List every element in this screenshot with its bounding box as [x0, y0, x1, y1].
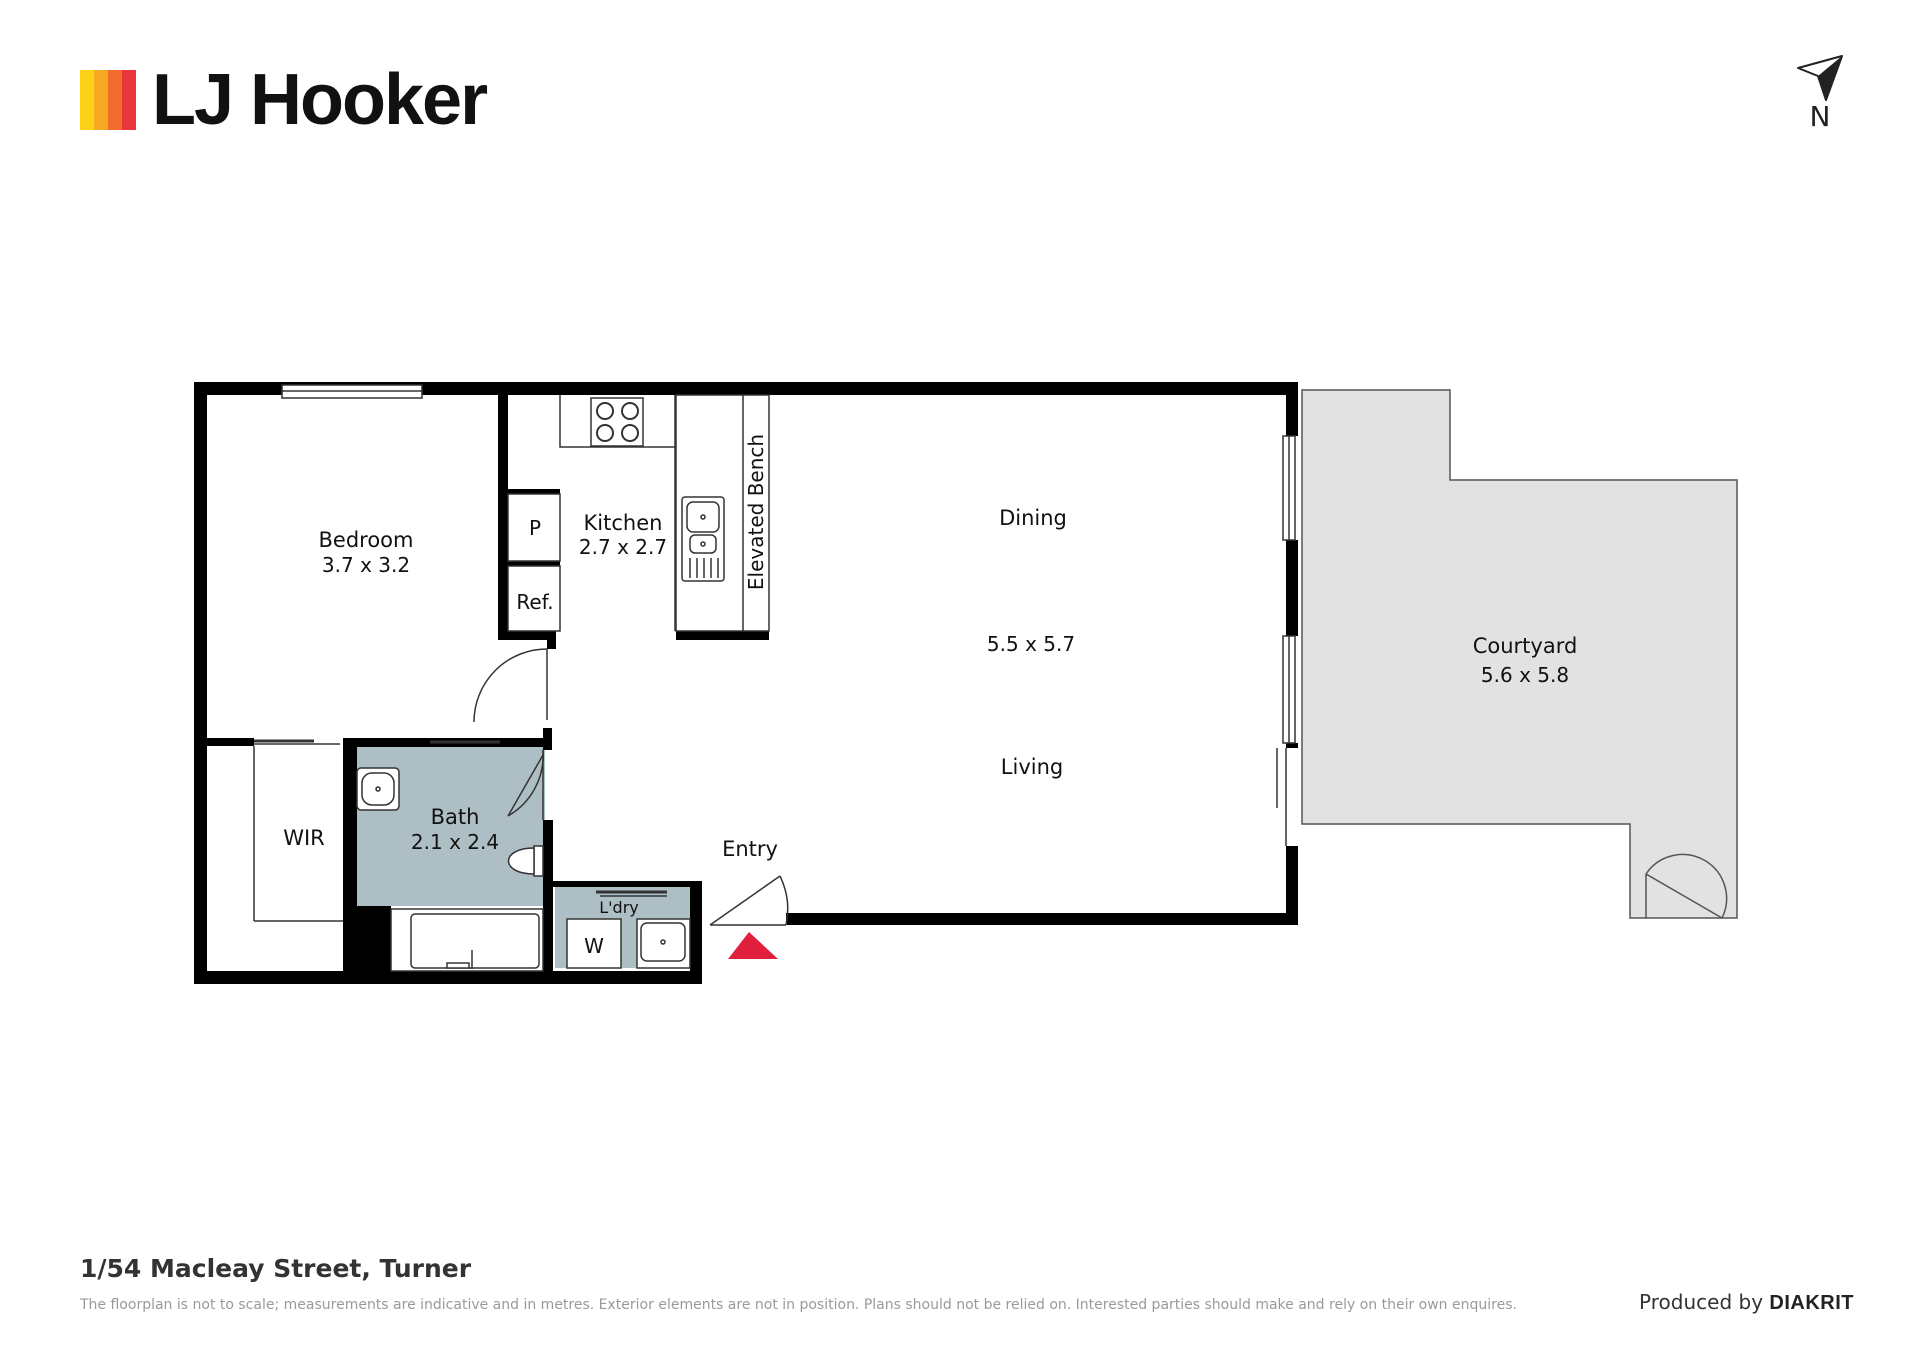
floorplan-disclaimer: The floorplan is not to scale; measureme… — [80, 1297, 1517, 1313]
room-size-living-dining: 5.5 x 5.7 — [987, 632, 1075, 656]
wir-rail — [253, 746, 343, 922]
entry-marker-icon — [728, 932, 778, 959]
compass-north-label: N — [1809, 100, 1831, 133]
room-label-washer: W — [584, 934, 604, 958]
room-label-living: Living — [1001, 755, 1063, 779]
room-label-entry: Entry — [722, 837, 778, 861]
room-size-kitchen: 2.7 x 2.7 — [579, 535, 667, 559]
compass-arrow-icon — [1797, 55, 1843, 101]
room-size-courtyard: 5.6 x 5.8 — [1481, 663, 1569, 687]
produced-by-label: Produced by — [1639, 1290, 1764, 1314]
kitchen-sink-icon — [681, 496, 725, 582]
logo-wordmark: LJ Hooker — [152, 60, 488, 140]
logo-color-bars — [80, 70, 136, 130]
room-label-kitchen: Kitchen — [584, 511, 663, 535]
room-label-laundry: L'dry — [599, 898, 639, 917]
room-size-bedroom: 3.7 x 3.2 — [322, 553, 410, 577]
laundry-fixtures — [566, 890, 691, 969]
room-label-elevated-bench: Elevated Bench — [744, 434, 768, 590]
toilet-icon — [507, 845, 544, 877]
room-label-courtyard: Courtyard — [1473, 634, 1578, 658]
room-label-bedroom: Bedroom — [319, 528, 414, 552]
windows — [281, 384, 1296, 744]
courtyard-area — [1301, 389, 1738, 919]
courtyard-gate — [1645, 853, 1728, 919]
room-label-wir: WIR — [283, 826, 325, 850]
bathtub-icon — [390, 908, 544, 972]
producer-name: DIAKRIT — [1769, 1292, 1854, 1314]
room-label-fridge: Ref. — [516, 590, 553, 614]
logo-bar-amber — [94, 70, 108, 130]
room-label-dining: Dining — [999, 506, 1067, 530]
room-label-pantry: P — [529, 516, 541, 540]
property-address: 1/54 Macleay Street, Turner — [80, 1254, 472, 1283]
room-size-bath: 2.1 x 2.4 — [411, 830, 499, 854]
vanity-basin-icon — [356, 767, 400, 811]
logo-bar-orange — [108, 70, 122, 130]
lj-hooker-logo: LJ Hooker — [80, 60, 488, 140]
north-compass: N — [1790, 52, 1850, 136]
doors — [254, 648, 1287, 926]
produced-by: Produced by DIAKRIT — [1639, 1290, 1854, 1315]
logo-bar-yellow — [80, 70, 94, 130]
logo-bar-red — [122, 70, 136, 130]
room-label-bath: Bath — [431, 805, 480, 829]
kitchen-benches — [507, 394, 770, 632]
cooktop-icon — [590, 397, 644, 447]
